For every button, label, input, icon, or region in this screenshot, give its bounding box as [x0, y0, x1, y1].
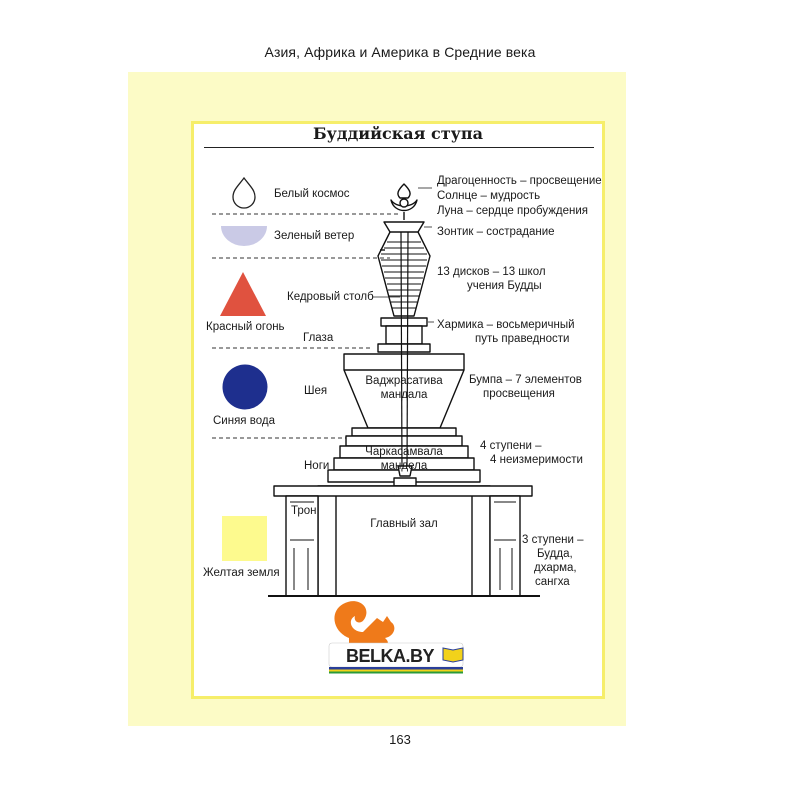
label-steps3-1: 3 ступени –	[522, 534, 584, 546]
stupa-drawing	[268, 183, 540, 597]
label-green-wind: Зеленый ветер	[274, 230, 355, 242]
label-main-hall: Главный зал	[370, 518, 438, 530]
spire-rings	[381, 241, 427, 309]
label-jewel: Драгоценность – просвещение	[437, 175, 602, 187]
label-steps3-4: сангха	[535, 576, 570, 588]
label-discs-1: 13 дисков – 13 школ	[437, 266, 546, 278]
stepped-base	[327, 427, 481, 483]
label-harmika-1: Хармика – восьмеричный	[437, 319, 575, 331]
jewel	[397, 183, 411, 199]
figure-title: Буддийская ступа	[312, 124, 483, 143]
book-icon	[442, 647, 464, 663]
circle-icon	[222, 364, 268, 410]
label-yellow-earth: Желтая земля	[203, 567, 280, 579]
title-rule	[204, 147, 594, 148]
half-disc-icon	[221, 226, 267, 246]
label-moon: Луна – сердце пробуждения	[437, 205, 589, 217]
triangle-icon	[220, 272, 266, 316]
throne	[273, 485, 533, 497]
harmika	[380, 317, 428, 327]
label-blue-water: Синяя вода	[213, 415, 275, 427]
label-white-space: Белый космос	[274, 188, 350, 200]
spire-outline	[377, 231, 431, 317]
label-umbrella: Зонтик – сострадание	[437, 226, 555, 238]
logo-text: BELKA.BY	[346, 646, 435, 666]
label-neck: Шея	[304, 385, 328, 397]
label-throne: Трон	[291, 505, 317, 517]
moon-crescent	[390, 199, 418, 212]
label-chakrasamvara-2: мандела	[380, 460, 428, 472]
label-vajrasattva-2: мандала	[380, 389, 428, 401]
label-steps3-3: дхарма,	[534, 562, 577, 574]
right-wing	[489, 495, 521, 597]
label-steps4-1: 4 ступени –	[480, 440, 542, 452]
leader-lines	[372, 187, 434, 323]
label-harmika-2: путь праведности	[475, 333, 570, 345]
label-cedar-pillar: Кедровый столб	[287, 291, 374, 303]
square-icon	[222, 516, 267, 561]
label-sun: Солнце – мудрость	[437, 190, 541, 202]
label-vajrasattva-1: Ваджрасатива	[365, 375, 443, 387]
label-legs: Ноги	[304, 460, 330, 472]
page-number: 163	[389, 732, 411, 747]
label-discs-2: учения Будды	[467, 280, 542, 292]
umbrella	[383, 221, 425, 233]
squirrel-icon	[334, 601, 395, 644]
label-steps3-2: Будда,	[537, 548, 573, 560]
label-bumpa-1: Бумпа – 7 элементов	[469, 374, 582, 386]
running-header: Азия, Африка и Америка в Средние века	[264, 44, 536, 60]
label-eyes: Глаза	[303, 332, 334, 344]
belka-logo	[328, 601, 464, 674]
label-red-fire: Красный огонь	[206, 321, 285, 333]
drop-icon	[232, 176, 256, 209]
label-steps4-2: 4 неизмеримости	[490, 454, 583, 466]
element-dividers	[212, 213, 400, 439]
sun	[399, 198, 409, 208]
pillar-left	[400, 231, 403, 471]
label-chakrasamvara-1: Чаркасамвала	[365, 446, 443, 458]
pillar-right	[406, 231, 409, 471]
label-bumpa-2: просвещения	[483, 388, 555, 400]
